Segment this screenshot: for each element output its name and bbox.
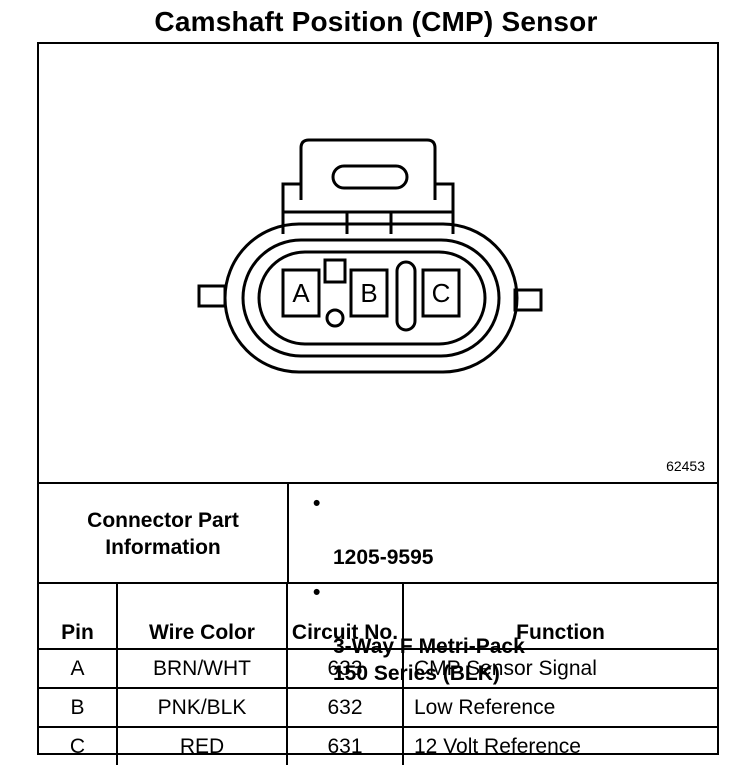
pin-cavity-b	[349, 268, 389, 318]
connector-face	[257, 250, 487, 346]
list-item: • 1205-9595	[307, 490, 707, 571]
cell-circuit-no: 632	[287, 688, 404, 728]
connector-part-number: 1205-9595	[333, 546, 434, 569]
cell-function: 12 Volt Reference	[414, 734, 581, 758]
cell-function: Low Reference	[403, 688, 717, 728]
pin-cavity-c	[421, 268, 461, 318]
latch-slot	[331, 164, 409, 190]
cell-circuit-no: 633	[287, 649, 404, 689]
connector-info-label: Connector Part Information	[39, 484, 289, 584]
table-row: A BRN/WHT 633 CMP Sensor Signal	[39, 649, 717, 689]
cell-function: CMP Sensor Signal	[403, 649, 717, 689]
header-pin: Pin	[39, 583, 118, 650]
cell-pin: A	[39, 649, 118, 689]
pin-table: Pin Wire Color Circuit No. Function A BR…	[39, 582, 717, 765]
pin-cavity-a	[281, 268, 321, 318]
bullet-icon: •	[313, 492, 321, 515]
connector-diagram: A B C	[39, 44, 717, 482]
table-row: B PNK/BLK 632 Low Reference	[39, 688, 717, 728]
cell-pin: B	[39, 688, 118, 728]
header-circuit-no: Circuit No.	[287, 583, 404, 650]
diagram-part-number: 62453	[666, 458, 705, 474]
divider-slot	[395, 260, 417, 332]
connector-frame: A B C 62453 Connector Part Information •…	[37, 42, 719, 765]
connector-info: Connector Part Information • 1205-9595 •…	[39, 482, 717, 685]
cell-wire-color: PNK/BLK	[117, 688, 288, 728]
key-hole	[325, 308, 345, 328]
header-function: Function	[403, 583, 717, 650]
cell-wire-color: RED	[117, 727, 288, 765]
pin-label-a: A	[292, 278, 310, 308]
left-mount-tab	[197, 284, 227, 308]
pin-label-b: B	[360, 278, 377, 308]
table-row: C RED 631 12 Volt Reference	[39, 727, 717, 765]
right-mount-tab	[513, 288, 543, 312]
connector-drawing: A B C	[197, 138, 543, 374]
cell-pin: C	[39, 727, 118, 765]
cell-wire-color: BRN/WHT	[117, 649, 288, 689]
table-header-row: Pin Wire Color Circuit No. Function	[39, 583, 717, 650]
connector-housing-outer	[223, 222, 519, 374]
cell-circuit-no: 631	[287, 727, 404, 765]
header-wire-color: Wire Color	[117, 583, 288, 650]
key-tab	[323, 258, 347, 284]
connector-housing-inner	[241, 238, 501, 358]
connector-latch	[299, 138, 437, 200]
pin-label-c: C	[432, 278, 451, 308]
page-title: Camshaft Position (CMP) Sensor	[154, 6, 598, 37]
